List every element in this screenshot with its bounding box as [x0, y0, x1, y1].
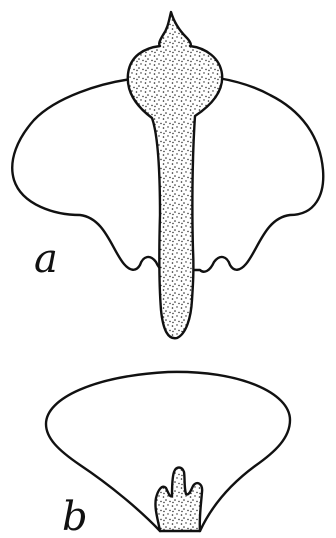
- stippled-appendage-b: [155, 468, 202, 532]
- figure-part-b: b: [46, 372, 290, 538]
- label-a: a: [34, 236, 58, 282]
- stippled-column-a: [128, 12, 222, 338]
- label-b: b: [62, 494, 88, 538]
- figure-part-a: a: [12, 12, 323, 338]
